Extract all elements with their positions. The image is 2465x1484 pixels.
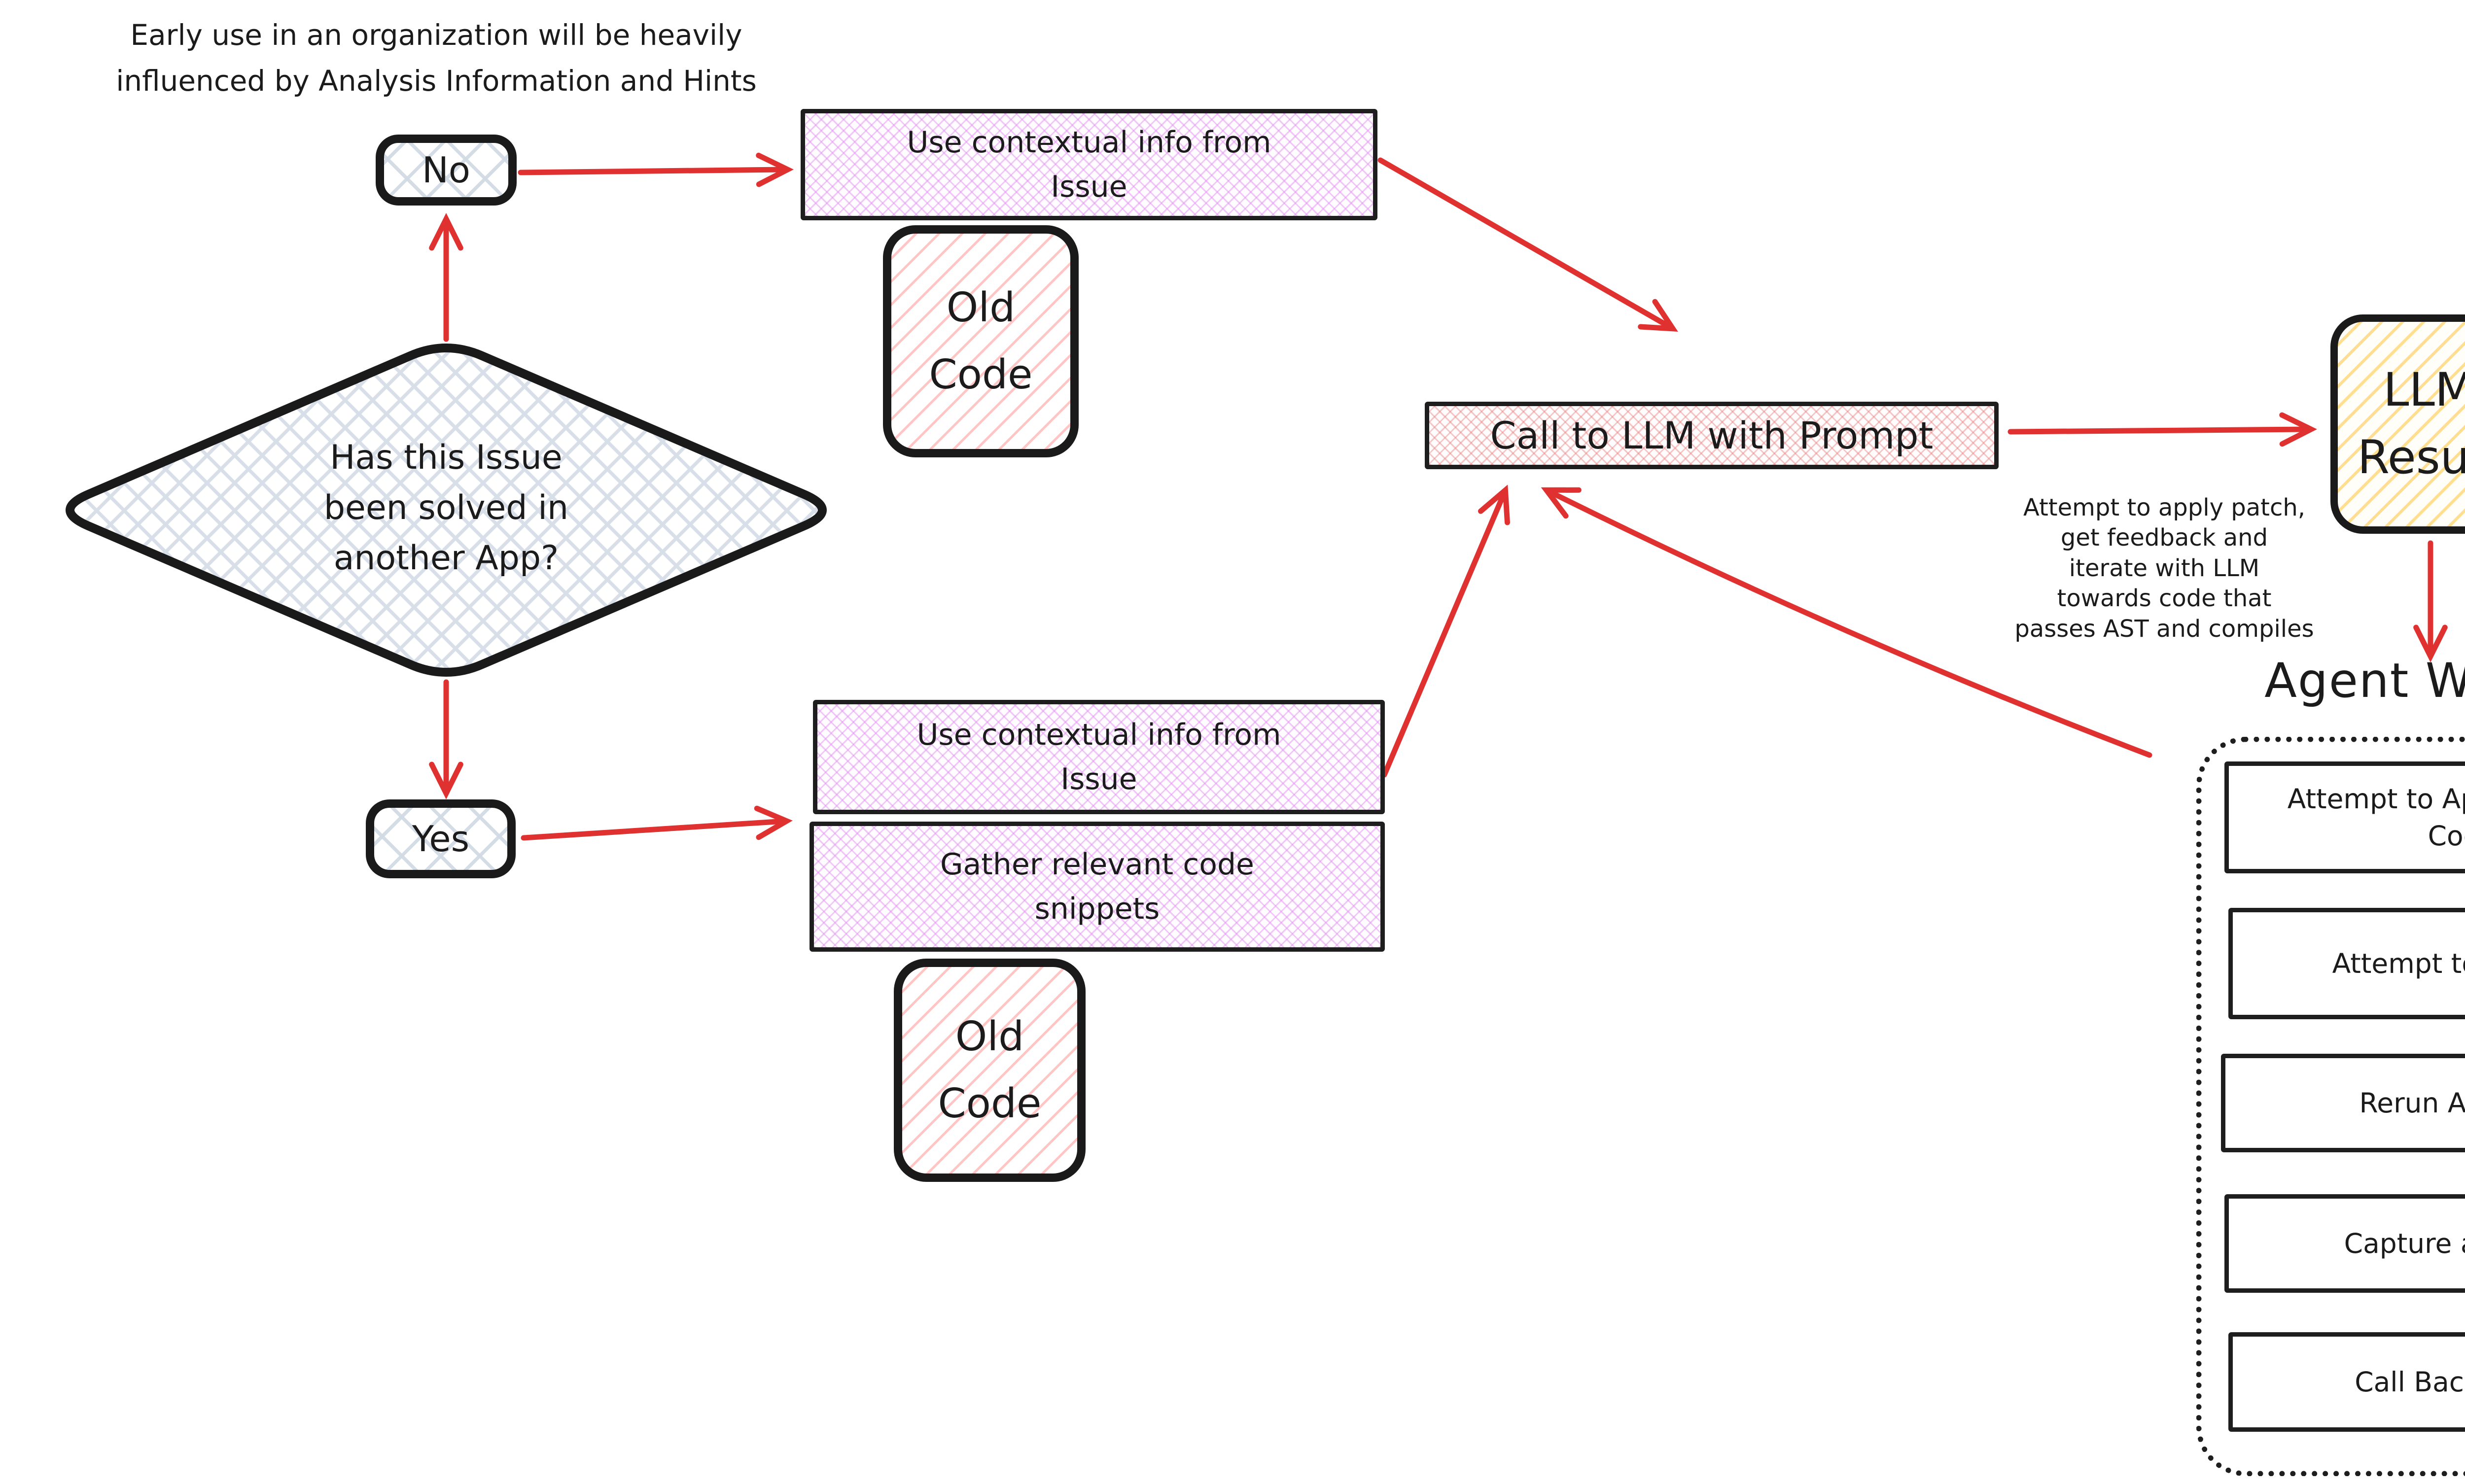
iterate-note-line: get feedback and — [2060, 524, 2268, 552]
node-label-line: Issue — [1060, 762, 1137, 796]
workflow-step-rerun-analysis: Rerun Analysis — [2221, 1054, 2465, 1152]
iterate-note: Attempt to apply patch, get feedback and… — [1977, 493, 2352, 644]
workflow-step-apply-patch: Attempt to Apply Patch to Code — [2224, 761, 2465, 873]
node-label-line: Issue — [1051, 170, 1127, 204]
influence-note-line: Early use in an organization will be hea… — [130, 18, 742, 52]
node-label-line: Code — [929, 351, 1033, 398]
use-contextual-info-top-node: Use contextual info from Issue — [801, 109, 1377, 220]
workflow-step-label: Rerun Analysis — [2359, 1087, 2465, 1119]
node-label-line: snippets — [1034, 892, 1160, 926]
use-contextual-info-bottom-node: Use contextual info from Issue — [813, 700, 1385, 814]
workflow-step-label: Attempt to Apply Patch to Code — [2287, 783, 2465, 852]
workflow-step-label: Call Back to LLM — [2355, 1366, 2465, 1398]
node-label-line: Use contextual info from — [916, 718, 1281, 752]
no-node: No — [376, 135, 517, 206]
arrow-yes-to-use-contextual — [521, 805, 793, 841]
agent-workflow-title: Agent Workflow — [2264, 653, 2465, 708]
node-label-line: Code — [938, 1080, 1042, 1127]
yes-node-label: Yes — [412, 818, 470, 860]
node-label-line: Old — [946, 284, 1016, 332]
influence-note-line: influenced by Analysis Information and H… — [116, 64, 757, 98]
agent-workflow-container — [2196, 737, 2465, 1476]
node-label-line: Result — [2357, 430, 2465, 484]
no-node-label: No — [422, 149, 470, 191]
node-label-line: Use contextual info from — [907, 125, 1271, 160]
decision-line: Has this Issue — [330, 438, 563, 477]
workflow-step-compile: Attempt to Compile — [2228, 908, 2465, 1019]
workflow-step-label: Attempt to Compile — [2332, 947, 2465, 979]
decision-line: another App? — [333, 539, 559, 578]
influence-note: Early use in an organization will be hea… — [94, 12, 779, 104]
iterate-note-line: Attempt to apply patch, — [2023, 494, 2306, 521]
gather-snippets-node: Gather relevant code snippets — [810, 822, 1385, 952]
decision-line: been solved in — [323, 488, 569, 527]
iterate-note-line: towards code that — [2057, 585, 2272, 613]
iterate-note-line: passes AST and compiles — [2014, 615, 2314, 643]
node-label-line: LLM — [2383, 363, 2465, 417]
call-llm-label: Call to LLM with Prompt — [1490, 414, 1934, 457]
arrow-use-contextual-bottom-to-call — [1381, 484, 1510, 778]
old-code-bottom-node: Old Code — [894, 959, 1086, 1182]
decision-diamond: Has this Issue been solved in another Ap… — [249, 433, 643, 584]
old-code-top-node: Old Code — [883, 225, 1079, 457]
llm-result-node: LLM Result — [2330, 314, 2465, 534]
node-label-line: Gather relevant code — [940, 847, 1254, 882]
iterate-note-line: iterate with LLM — [2069, 554, 2260, 582]
arrow-no-to-use-contextual — [518, 152, 794, 187]
workflow-step-capture-errors: Capture all Errors — [2224, 1194, 2465, 1293]
node-label-line: Old — [955, 1013, 1024, 1061]
workflow-step-call-back-llm: Call Back to LLM — [2228, 1332, 2465, 1432]
workflow-step-label: Capture all Errors — [2344, 1227, 2465, 1259]
yes-node: Yes — [366, 799, 516, 878]
call-llm-node: Call to LLM with Prompt — [1425, 402, 1999, 469]
arrow-call-to-llm-result — [2007, 412, 2317, 447]
arrow-use-contextual-top-to-call — [1377, 157, 1678, 332]
